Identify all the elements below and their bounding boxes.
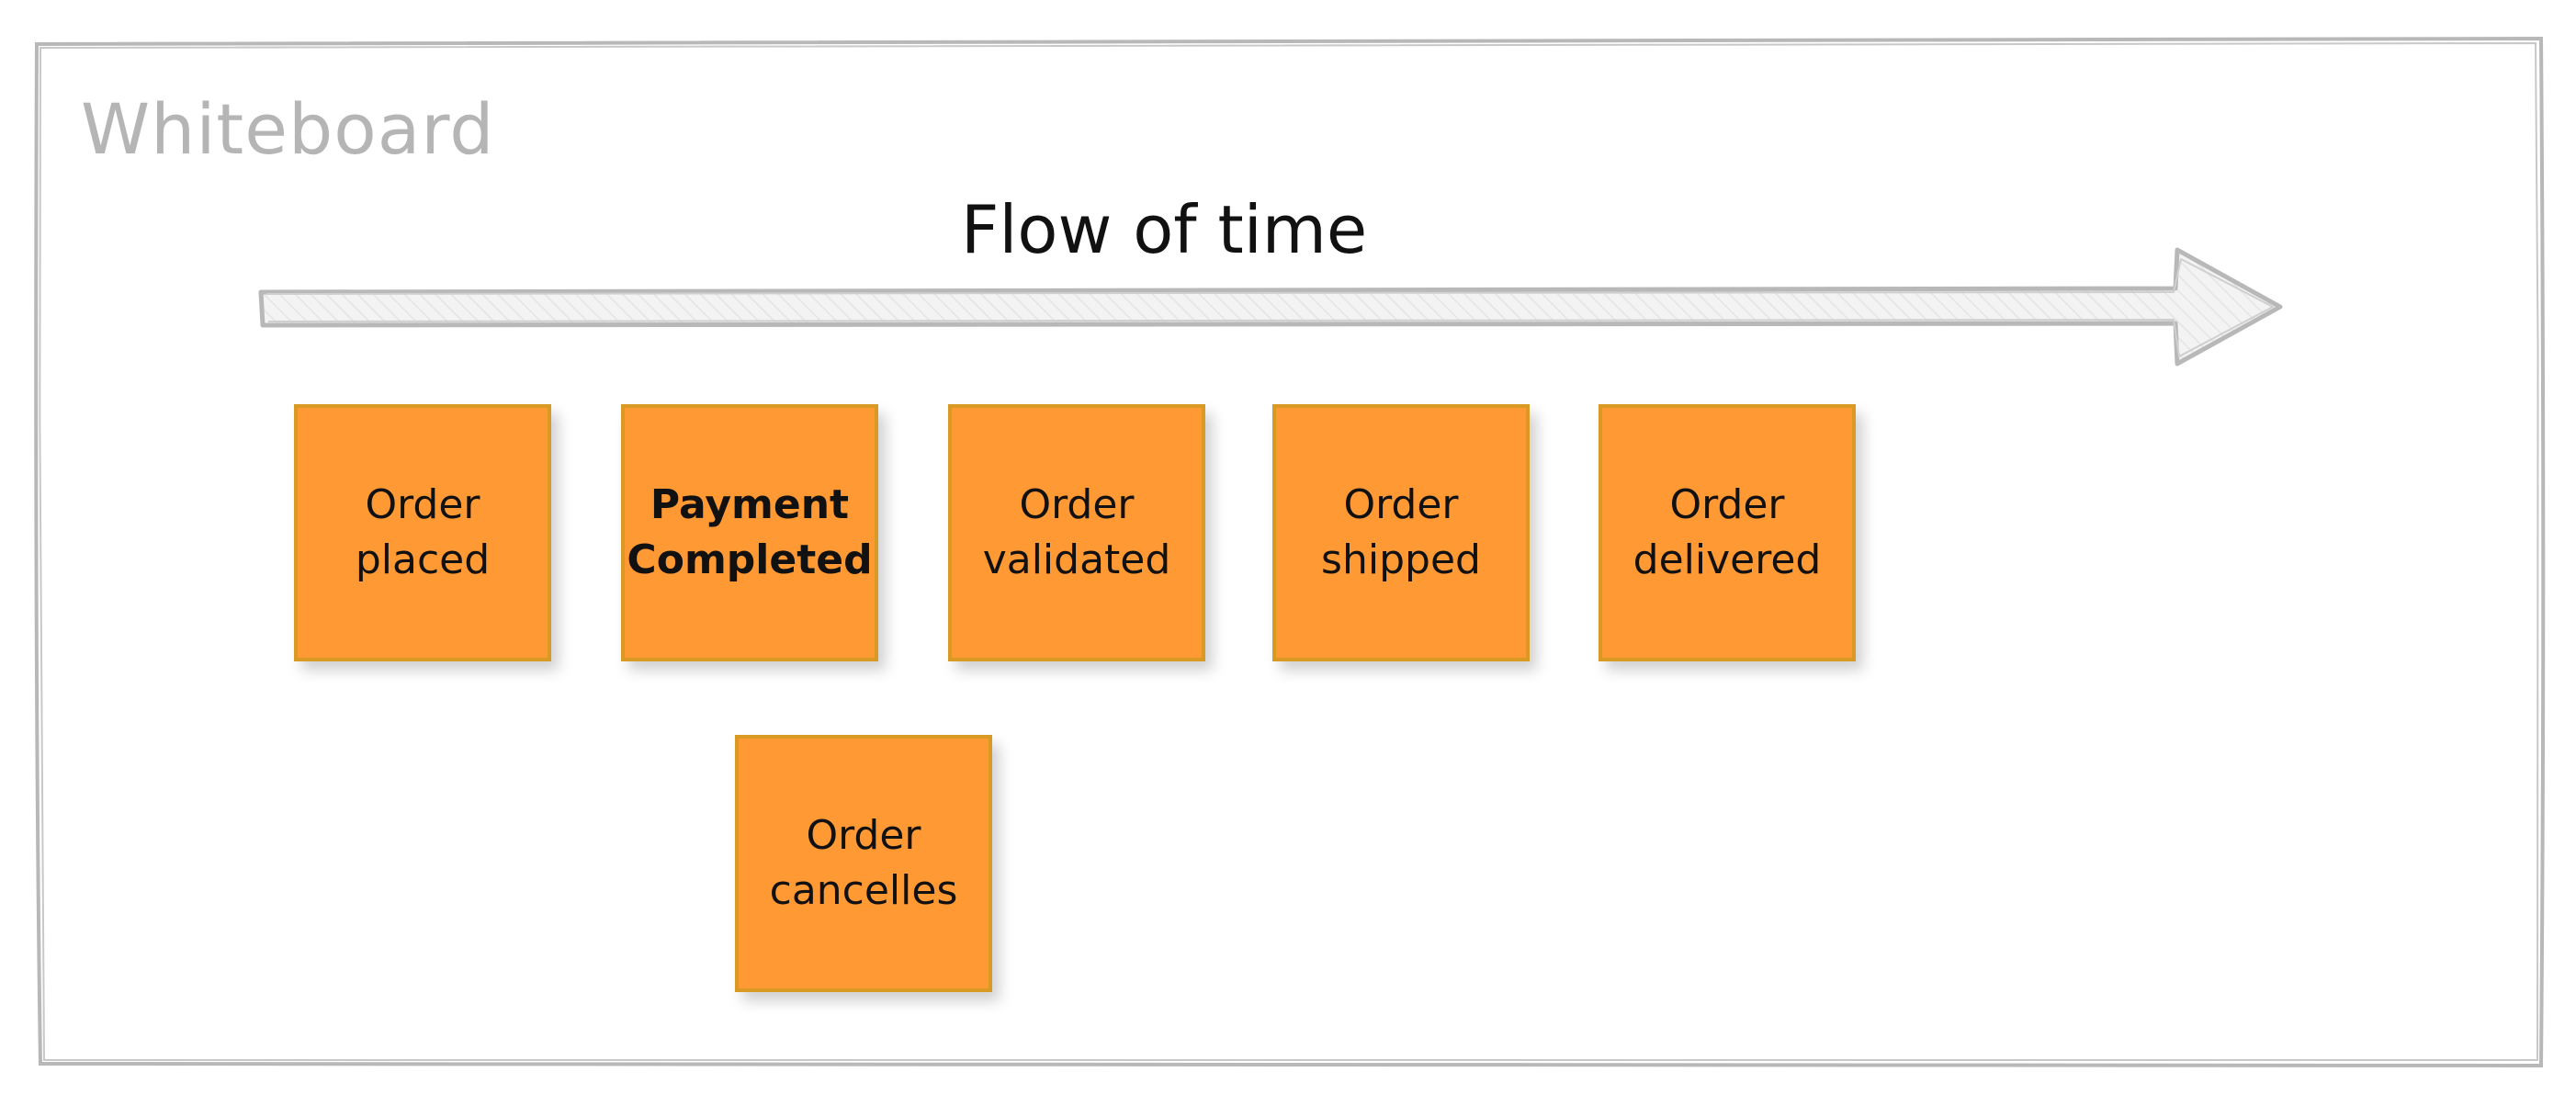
- event-sticky-payment-completed[interactable]: Payment Completed: [621, 404, 878, 661]
- timeline-label: Flow of time: [961, 191, 1368, 268]
- event-sticky-label: Order validated: [982, 481, 1171, 583]
- event-sticky-label: Order cancelles: [769, 812, 958, 914]
- event-sticky-label: Order delivered: [1633, 481, 1822, 583]
- event-sticky-label: Order placed: [355, 481, 491, 583]
- event-sticky-label: Order shipped: [1321, 481, 1481, 583]
- event-sticky-label: Payment Completed: [627, 481, 873, 583]
- event-sticky-order-delivered[interactable]: Order delivered: [1599, 404, 1856, 661]
- whiteboard-title: Whiteboard: [81, 88, 495, 170]
- event-sticky-order-shipped[interactable]: Order shipped: [1272, 404, 1530, 661]
- event-sticky-order-validated[interactable]: Order validated: [948, 404, 1205, 661]
- timeline-arrow: [258, 247, 2283, 367]
- event-sticky-order-cancelles[interactable]: Order cancelles: [735, 735, 992, 992]
- event-sticky-order-placed[interactable]: Order placed: [294, 404, 551, 661]
